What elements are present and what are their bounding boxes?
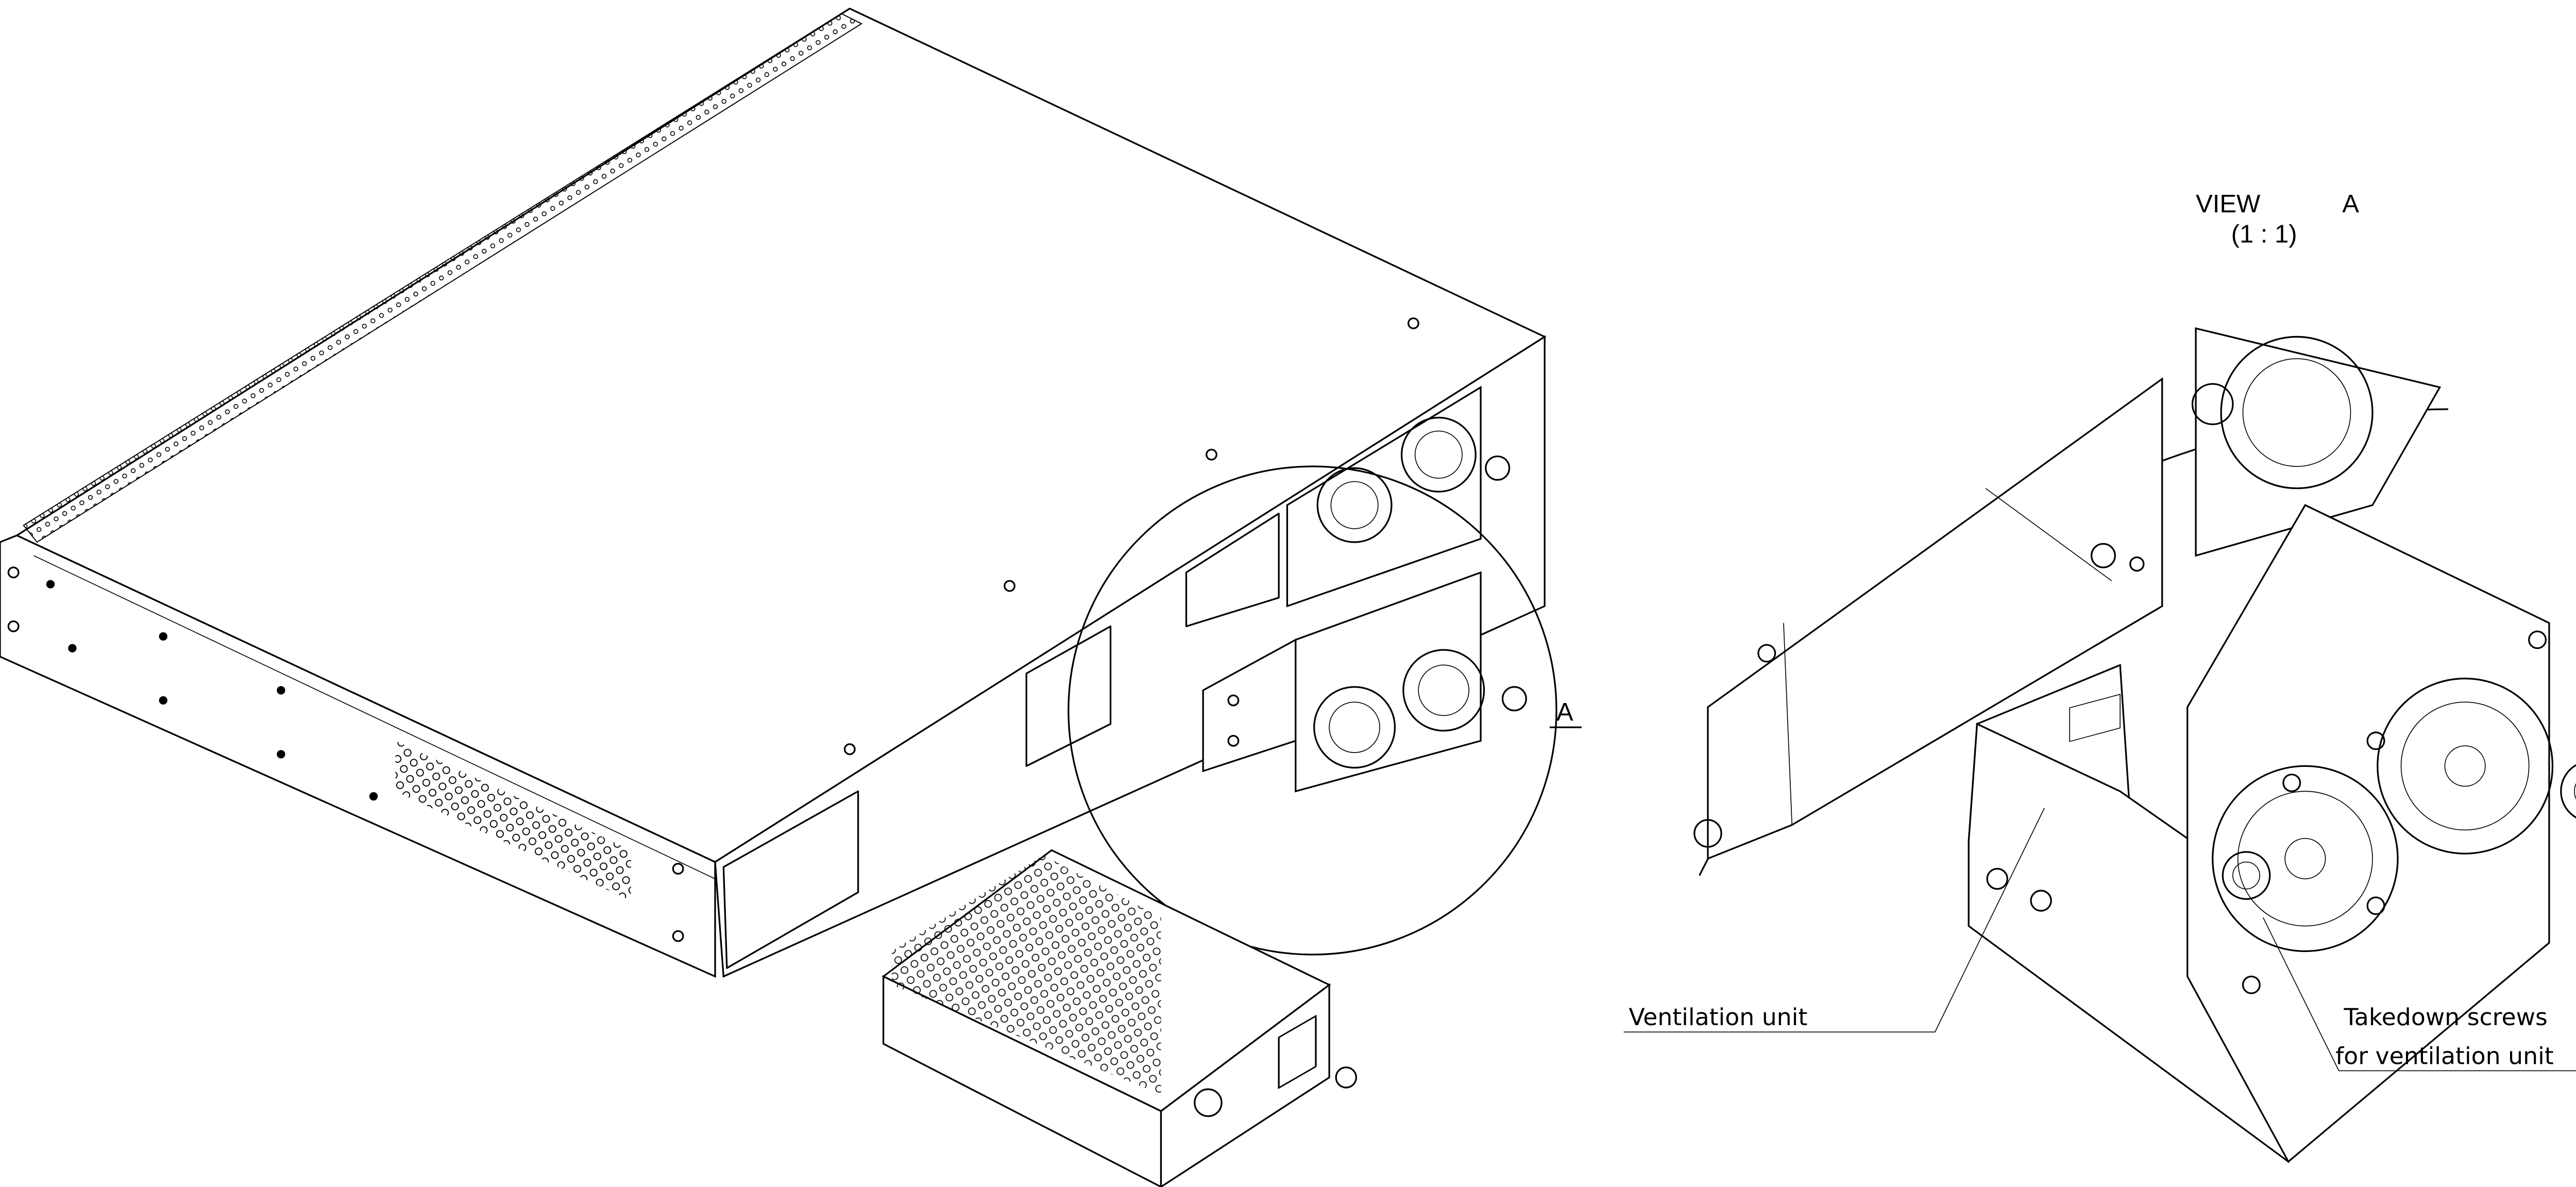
view-letter: A bbox=[2342, 190, 2359, 218]
label-ventilation-unit: Ventilation unit bbox=[1629, 1004, 1807, 1031]
ventilation-unit-removed bbox=[1202, 571, 1527, 793]
front-vent-grille bbox=[395, 741, 631, 901]
chassis-screws bbox=[7, 317, 1419, 942]
label-takedown-line2: for ventilation unit bbox=[2335, 1042, 2554, 1069]
takedown-screw bbox=[2560, 764, 2576, 818]
psu-bay bbox=[722, 790, 859, 969]
callout-letter: A bbox=[1556, 698, 1573, 726]
switch-chassis bbox=[0, 7, 1547, 978]
ventilation-unit-leader bbox=[1623, 808, 2045, 1033]
callout-a: A bbox=[1067, 465, 1582, 956]
label-takedown-line1: Takedown screws bbox=[2343, 1004, 2547, 1031]
takedown-screw bbox=[2222, 851, 2271, 900]
power-supply-module bbox=[882, 849, 1357, 1187]
detail-view-a: VIEW A (1 : 1) bbox=[1623, 190, 2576, 1163]
view-scale: (1 : 1) bbox=[2231, 221, 2297, 248]
takedown-screws-leader bbox=[2262, 917, 2576, 1072]
installed-fan-module bbox=[1286, 386, 1482, 608]
view-title: VIEW bbox=[2196, 190, 2261, 218]
